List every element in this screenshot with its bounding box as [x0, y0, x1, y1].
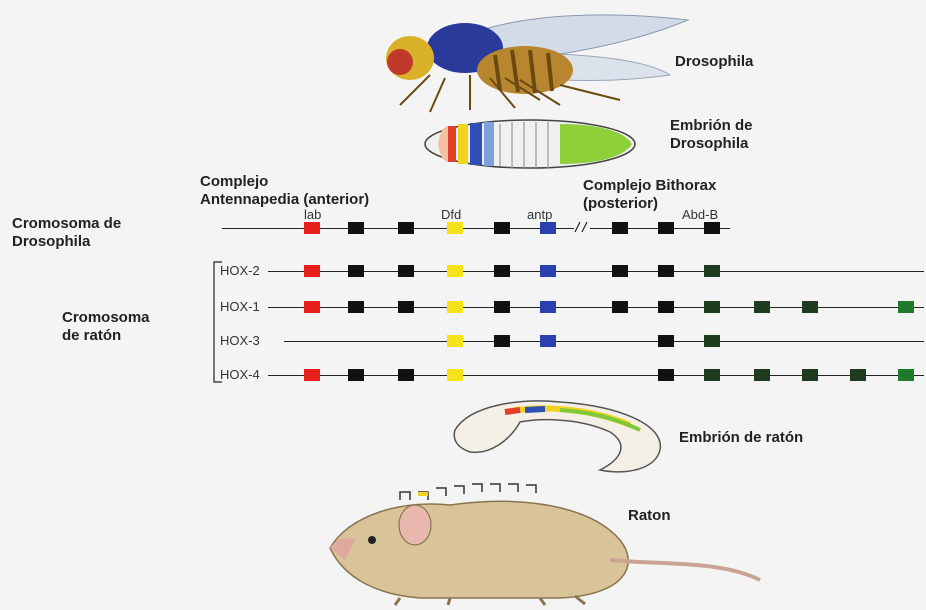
label-embryo-drosophila-1: Embrión de	[670, 116, 753, 135]
hox2-gene-9	[704, 265, 720, 277]
label-embryo-drosophila-2: Drosophila	[670, 134, 748, 153]
dros-gene-2	[348, 222, 364, 234]
label-drosophila: Drosophila	[675, 52, 753, 71]
hox1-line	[268, 307, 924, 308]
hox2-gene-7	[612, 265, 628, 277]
hox1-gene-11	[802, 301, 818, 313]
hox-label-4: HOX-4	[220, 367, 260, 382]
hox2-line	[268, 271, 924, 272]
hox4-gene-11	[802, 369, 818, 381]
hox4-gene-2	[348, 369, 364, 381]
label-cromosoma-drosophila-1: Cromosoma de	[12, 214, 121, 233]
hox3-gene-5	[494, 335, 510, 347]
hox1-gene-6	[540, 301, 556, 313]
dros-gene-lab	[304, 222, 320, 234]
hox1-gene-7	[612, 301, 628, 313]
gene-label-dfd: Dfd	[441, 207, 461, 222]
hox2-gene-4	[447, 265, 463, 277]
dros-gene-8	[658, 222, 674, 234]
gene-label-antp: antp	[527, 207, 552, 222]
hox2-gene-5	[494, 265, 510, 277]
dros-gene-dfd	[447, 222, 463, 234]
dros-gene-5	[494, 222, 510, 234]
hox3-gene-4	[447, 335, 463, 347]
hox4-gene-10	[754, 369, 770, 381]
hox1-gene-3	[398, 301, 414, 313]
label-cromosoma-raton-2: de ratón	[62, 326, 121, 345]
hox4-gene-4	[447, 369, 463, 381]
hox4-gene-9	[704, 369, 720, 381]
gene-label-abdb: Abd-B	[682, 207, 718, 222]
label-raton: Raton	[628, 506, 671, 525]
hox-label-3: HOX-3	[220, 333, 260, 348]
hox2-gene-6	[540, 265, 556, 277]
hox2-gene-1	[304, 265, 320, 277]
hox3-gene-6	[540, 335, 556, 347]
hox4-line	[268, 375, 924, 376]
hox1-gene-2	[348, 301, 364, 313]
hox1-gene-5	[494, 301, 510, 313]
hox4-gene-3	[398, 369, 414, 381]
label-complejo-antennapedia-2: Antennapedia (anterior)	[200, 190, 369, 209]
hox1-gene-1	[304, 301, 320, 313]
hox2-gene-3	[398, 265, 414, 277]
hox3-gene-8	[658, 335, 674, 347]
fly-illustration	[386, 15, 688, 112]
hox2-gene-8	[658, 265, 674, 277]
label-complejo-bithorax-2: (posterior)	[583, 194, 658, 213]
mouse-embryo-illustration	[454, 401, 660, 472]
hox-label-1: HOX-1	[220, 299, 260, 314]
hox-bracket	[214, 262, 222, 382]
dros-gene-antp	[540, 222, 556, 234]
label-cromosoma-raton-1: Cromosoma	[62, 308, 150, 327]
hox3-gene-9	[704, 335, 720, 347]
dros-gene-7	[612, 222, 628, 234]
hox1-gene-13	[898, 301, 914, 313]
hox1-gene-4	[447, 301, 463, 313]
drosophila-embryo-illustration	[425, 120, 635, 168]
hox2-gene-2	[348, 265, 364, 277]
hox4-gene-13	[898, 369, 914, 381]
hox1-gene-8	[658, 301, 674, 313]
hox4-gene-12	[850, 369, 866, 381]
label-complejo-bithorax-1: Complejo Bithorax	[583, 176, 716, 195]
chromosome-break-mark	[575, 222, 587, 232]
hox4-gene-1	[304, 369, 320, 381]
hox3-line	[284, 341, 924, 342]
hox1-gene-9	[704, 301, 720, 313]
label-complejo-antennapedia-1: Complejo	[200, 172, 268, 191]
hox4-gene-8	[658, 369, 674, 381]
gene-label-lab: lab	[304, 207, 321, 222]
hox-label-2: HOX-2	[220, 263, 260, 278]
mouse-illustration	[330, 484, 760, 605]
dros-gene-abdb	[704, 222, 720, 234]
hox1-gene-10	[754, 301, 770, 313]
dros-gene-3	[398, 222, 414, 234]
label-embryo-raton: Embrión de ratón	[679, 428, 803, 447]
label-cromosoma-drosophila-2: Drosophila	[12, 232, 90, 251]
